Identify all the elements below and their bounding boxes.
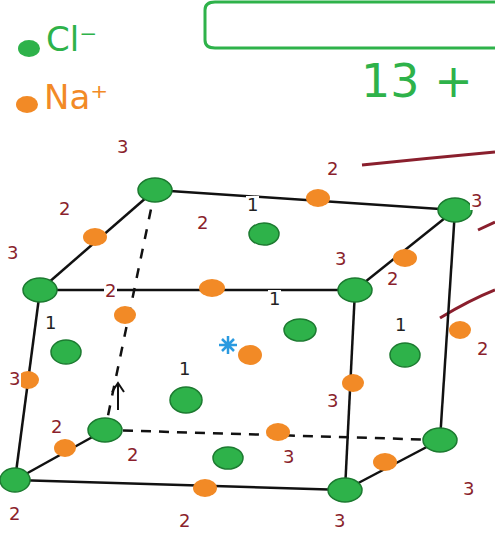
count-number: 3 [334,250,347,268]
legend-text: Cl⁻ [46,22,97,56]
legend-text: Na⁺ [44,80,108,114]
pen-stroke [362,152,495,165]
center-mark [219,336,237,354]
count-number: 2 [326,160,339,178]
count-number: 1 [246,196,259,214]
note: 13 + [360,58,474,104]
count-number: 2 [104,282,117,300]
count-number: 2 [126,446,139,464]
legend-swatch [18,40,40,57]
count-number: 2 [178,512,191,530]
count-number: 2 [50,418,63,436]
count-number: 1 [178,360,191,378]
count-number: 1 [268,290,281,308]
count-number: 2 [8,505,21,523]
box-outline [205,2,495,10]
count-number: 2 [386,270,399,288]
count-number: 3 [326,392,339,410]
count-number: 1 [394,316,407,334]
count-number: 3 [6,244,19,262]
pen-stroke [478,222,495,230]
cube-edges [15,190,455,490]
pen-mark [112,383,124,410]
box-outline [205,10,495,48]
chloride-ions [0,178,472,502]
count-number: 3 [116,138,129,156]
count-number: 2 [58,200,71,218]
count-number: 3 [282,448,295,466]
count-number: 3 [333,512,346,530]
legend-swatch [16,96,38,113]
count-number: 2 [196,214,209,232]
count-number: 3 [470,192,483,210]
count-number: 2 [476,340,489,358]
count-number: 3 [8,370,21,388]
sodium-ions [17,189,471,497]
count-number: 3 [462,480,475,498]
count-number: 1 [44,314,57,332]
